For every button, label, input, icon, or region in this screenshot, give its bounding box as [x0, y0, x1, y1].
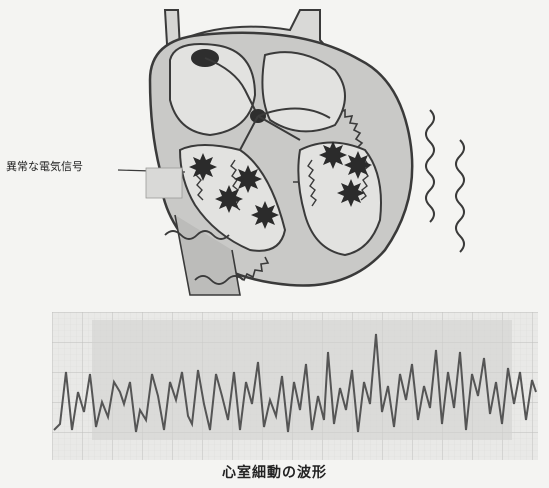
tremor-line-right-1: [426, 110, 434, 222]
abnormal-signal-label: 異常な電気信号: [6, 158, 83, 174]
ecg-strip: [52, 312, 538, 460]
tremor-line-right-2: [456, 140, 464, 252]
label-box: [146, 168, 182, 198]
ecg-svg: [52, 312, 538, 460]
heart-diagram: [0, 0, 549, 310]
figure-caption: 心室細動の波形: [0, 462, 549, 482]
